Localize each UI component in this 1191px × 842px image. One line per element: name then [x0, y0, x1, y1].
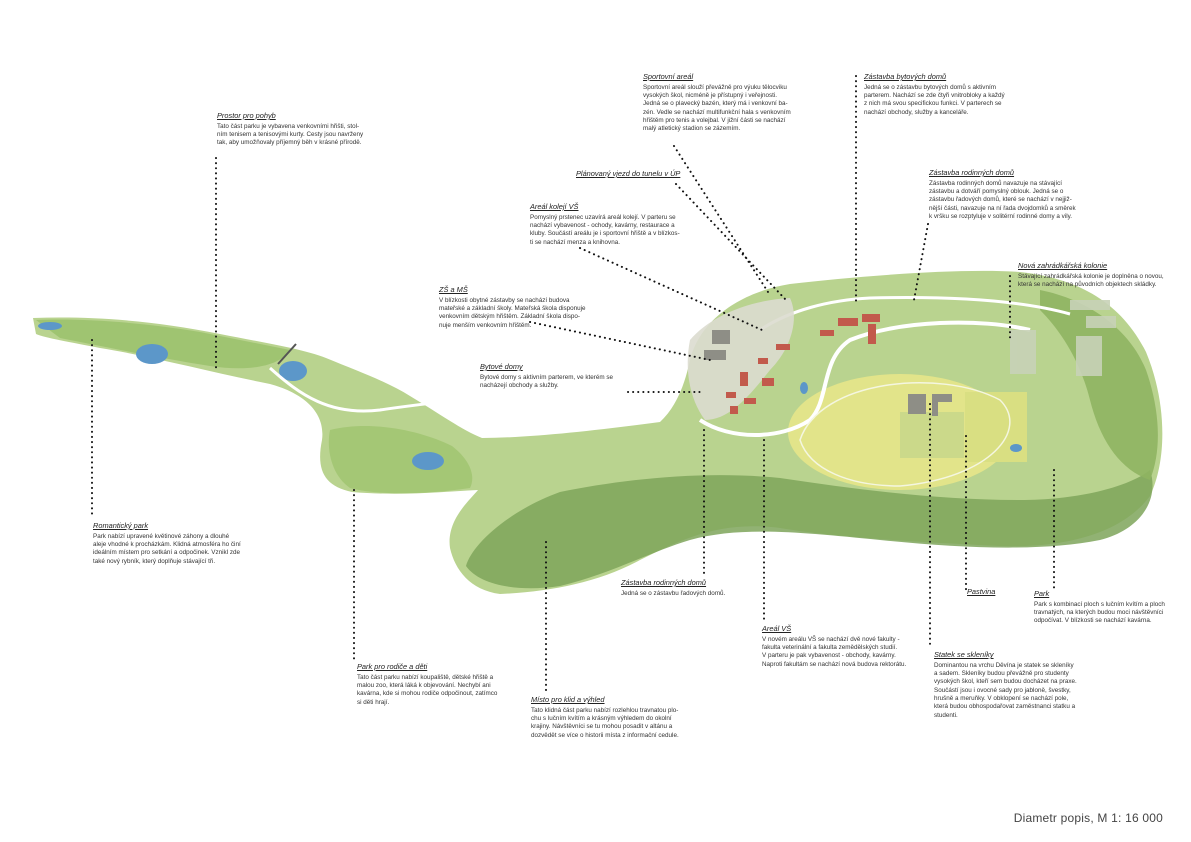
pond-2	[136, 344, 168, 364]
annotation-title: ZŠ a MŠ	[439, 285, 468, 294]
annotation-statek-se-sklenky: Statek se skleníky Dominantou na vrchu D…	[934, 650, 1104, 720]
annotation-prostor-pro-pohyb: Prostor pro pohyb Tato část parku je vyb…	[217, 111, 397, 148]
annotation-title: Nová zahrádkářská kolonie	[1018, 261, 1108, 270]
forest-south	[466, 470, 1153, 589]
north-arrow	[277, 343, 297, 365]
annotation-text: V novém areálu VŠ se nachází dvě nové fa…	[762, 635, 907, 668]
annotation-title: Zástavba bytových domů	[864, 72, 947, 81]
annotation-zastavba-bytovych-domu: Zástavba bytových domů Jedná se o zástav…	[864, 72, 1044, 117]
annotation-text: Sportovní areál slouží převážně pro výuk…	[643, 83, 791, 133]
annotation-park-pro-rodice: Park pro rodiče a děti Tato část parku n…	[357, 662, 527, 707]
annotation-text: Bytové domy s aktivním parterem, ve kter…	[480, 373, 613, 390]
annotation-title: Park pro rodiče a děti	[357, 662, 428, 671]
annotation-bytove-domy: Bytové domy Bytové domy s aktivním parte…	[480, 362, 640, 390]
annotation-text: Dominantou na vrchu Děvína je statek se …	[934, 661, 1077, 719]
orchard	[900, 412, 964, 458]
annotation-romanticky-park: Romantický park Park nabízí upravené kvě…	[93, 521, 263, 566]
pond-1	[38, 322, 62, 330]
garden-colony	[1010, 300, 1116, 376]
annotation-planovany-vjezd: Plánovaný vjezd do tunelu v ÚP	[576, 169, 716, 181]
road-arc	[698, 320, 1031, 437]
annotation-title: Romantický park	[93, 521, 149, 530]
annotation-text: Tato klidná část parku nabízí rozlehlou …	[531, 706, 679, 739]
road-ring	[759, 296, 1071, 332]
annotation-text: Zástavba rodinných domů navazuje na stáv…	[929, 179, 1076, 220]
annotation-sportovni-areal: Sportovní areál Sportovní areál slouží p…	[643, 72, 823, 134]
annotation-park: Park Park s kombinací ploch s lučním kví…	[1034, 589, 1184, 626]
pond-5	[1010, 444, 1022, 452]
annotation-title: Bytové domy	[480, 362, 523, 371]
annotation-title: Zástavba rodinných domů	[621, 578, 707, 587]
annotation-areal-vs: Areál VŠ V novém areálu VŠ se nachází dv…	[762, 624, 932, 669]
pond-3	[279, 361, 307, 381]
annotation-nova-zahradkarska-kolonie: Nová zahrádkářská kolonie Stávající zahr…	[1018, 261, 1188, 289]
housing-blocks	[726, 314, 880, 414]
annotation-zastavba-rodinnych-domu-1: Zástavba rodinných domů Zástavba rodinný…	[929, 168, 1109, 221]
path-oval	[799, 382, 1011, 487]
annotation-title: Pastvina	[967, 587, 996, 596]
annotation-pastvina: Pastvina	[967, 587, 1027, 599]
annotation-title: Areál VŠ	[762, 624, 792, 633]
annotation-title: Místo pro klid a výhled	[531, 695, 605, 704]
forest-middle	[328, 425, 473, 494]
annotation-title: Statek se skleníky	[934, 650, 994, 659]
annotation-title: Sportovní areál	[643, 72, 694, 81]
annotation-text: Park nabízí upravené květinové záhony a …	[93, 532, 241, 565]
forest-west-edge	[36, 319, 290, 369]
annotation-text: Tato část parku nabízí koupaliště, dětsk…	[357, 673, 498, 706]
annotation-text: Stávající zahrádkářská kolonie je doplně…	[1018, 272, 1164, 289]
annotation-zs-a-ms: ZŠ a MŠ V blízkosti obytné zástavby se n…	[439, 285, 609, 330]
campus-buildings	[704, 330, 952, 416]
annotation-misto-pro-klid: Místo pro klid a výhled Tato klidná část…	[531, 695, 711, 740]
annotation-text: Park s kombinací ploch s lučním kvítím a…	[1034, 600, 1165, 625]
forest-east	[1040, 290, 1158, 480]
annotation-title: Zástavba rodinných domů	[929, 168, 1015, 177]
annotation-text: Tato část parku je vybavena venkovními h…	[217, 122, 364, 147]
annotation-zastavba-rodinnych-domu-2: Zástavba rodinných domů Jedná se o zásta…	[621, 578, 771, 598]
annotation-title: Areál kolejí VŠ	[530, 202, 579, 211]
annotation-title: Park	[1034, 589, 1050, 598]
annotation-title: Prostor pro pohyb	[217, 111, 276, 120]
annotation-areal-koleji: Areál kolejí VŠ Pomyslný prstenec uzavír…	[530, 202, 700, 247]
leader-lines	[91, 75, 1055, 693]
pond-4	[412, 452, 444, 470]
pond-6	[800, 382, 808, 394]
urban-area	[687, 298, 794, 420]
annotation-text: V blízkosti obytné zástavby se nachází b…	[439, 296, 586, 329]
annotation-title: Plánovaný vjezd do tunelu v ÚP	[576, 169, 681, 178]
annotation-text: Jedná se o zástavbu řadových domů.	[621, 589, 726, 597]
annotation-text: Jedná se o zástavbu bytových domů s akti…	[864, 83, 1005, 116]
annotation-text: Pomyslný prstenec uzavírá areál kolejí. …	[530, 213, 680, 246]
road-west	[268, 366, 491, 413]
scale-caption: Diametr popis, M 1: 16 000	[1013, 811, 1163, 825]
